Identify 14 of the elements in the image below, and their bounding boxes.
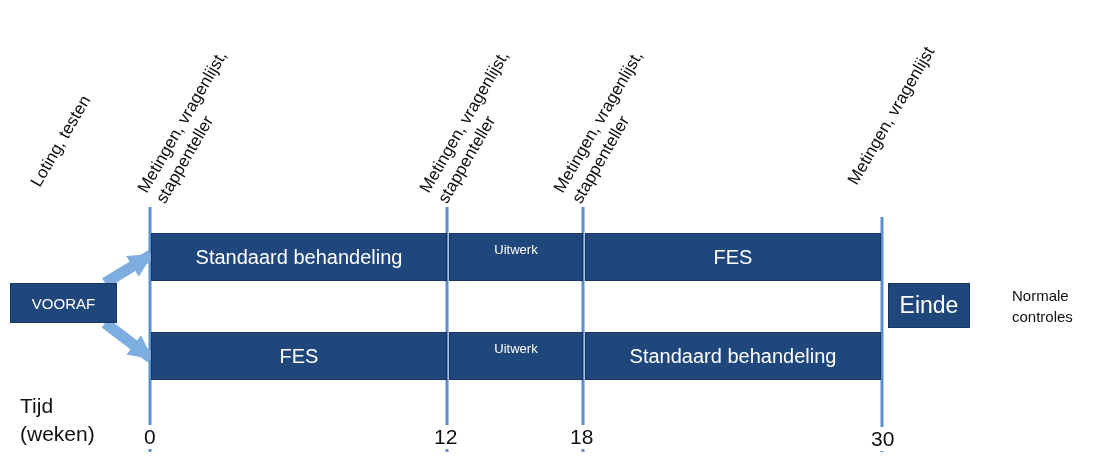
phase-bar: Uitwerk [449,233,583,281]
phase-bar: Uitwerk [449,332,583,380]
stage-box: VOORAF [10,283,117,323]
tick-label: 0 [143,425,157,449]
tick-label: 12 [433,425,459,449]
phase-bar: FES [151,332,447,380]
tick-label: 30 [870,427,896,451]
stage-box: Einde [888,283,970,328]
phase-bar: FES [585,233,881,281]
note-text: Normale controles [1012,286,1074,327]
phase-bar: Standaard behandeling [151,233,447,281]
tick-label: 18 [569,425,595,449]
phase-bar: Standaard behandeling [585,332,881,380]
axis-title: Tijd (weken) [20,393,96,447]
